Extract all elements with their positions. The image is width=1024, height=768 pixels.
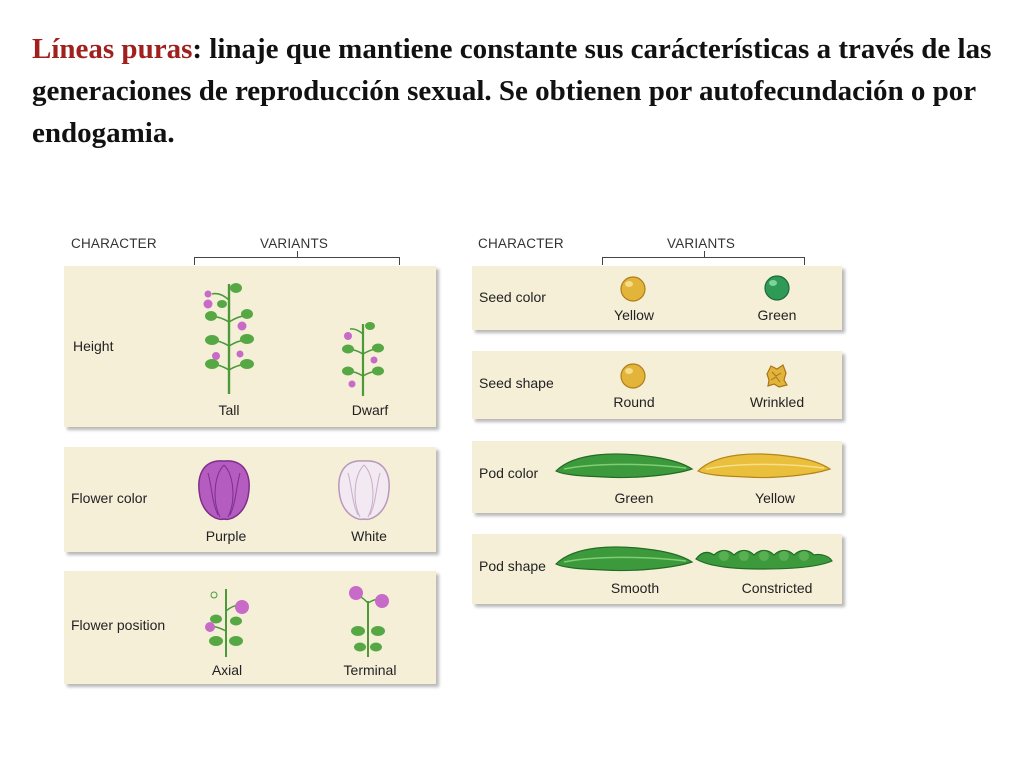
purple-flower-illustration — [198, 460, 250, 521]
character-label: Seed color — [479, 289, 546, 305]
green-seed-icon — [764, 275, 790, 301]
yellow-pod-icon — [696, 453, 832, 479]
smooth-pod-icon — [554, 546, 694, 572]
right-character-header: CHARACTER — [478, 236, 564, 251]
dwarf-plant-illustration — [342, 322, 384, 396]
term-lineas-puras: Líneas puras — [32, 33, 193, 65]
tall-plant-illustration — [203, 283, 254, 394]
variant-b-label: Constricted — [741, 580, 813, 596]
terminal-flower-illustration — [349, 586, 389, 657]
axial-flower-illustration — [205, 589, 249, 657]
constricted-pod-icon — [695, 549, 833, 570]
variant-b-label: Terminal — [343, 662, 397, 678]
variant-a-label: Purple — [205, 528, 247, 544]
variant-a-label: Tall — [218, 402, 240, 418]
variant-a-label: Round — [613, 394, 655, 410]
variant-a-label: Axial — [211, 662, 243, 678]
character-label: Height — [73, 338, 114, 354]
definition-text: linaje que mantiene constante sus caráct… — [32, 33, 992, 149]
character-label: Pod shape — [479, 558, 546, 574]
character-label: Flower color — [71, 490, 148, 506]
green-pod-icon — [554, 453, 694, 479]
right-variants-header: VARIANTS — [667, 236, 736, 251]
left-character-header: CHARACTER — [71, 236, 157, 251]
character-label: Pod color — [479, 465, 539, 481]
wrinkled-seed-icon — [766, 364, 788, 388]
white-flower-illustration — [338, 460, 390, 521]
yellow-seed-icon — [620, 276, 646, 302]
variant-a-label: Yellow — [614, 307, 654, 323]
row-flower-position: Flower position Axial Terminal — [64, 571, 436, 684]
variant-b-label: Dwarf — [351, 402, 389, 418]
left-variants-bracket — [194, 251, 400, 265]
heading-colon: : — [192, 33, 203, 65]
variant-a-label: Green — [614, 490, 654, 506]
variant-b-label: Yellow — [755, 490, 795, 506]
character-label: Seed shape — [479, 375, 554, 391]
row-flower-color: Flower color Purple White — [64, 447, 436, 552]
character-label: Flower position — [71, 617, 166, 633]
variant-a-label: Smooth — [610, 580, 660, 596]
row-height: Height Tall Dwarf — [64, 266, 436, 427]
right-variants-bracket — [602, 251, 805, 265]
row-pod-color: Pod color Green Yellow — [472, 441, 842, 513]
row-seed-color: Seed color Yellow Green — [472, 266, 842, 330]
variant-b-label: Green — [757, 307, 797, 323]
variant-b-label: Wrinkled — [749, 394, 805, 410]
definition-heading: Líneas puras: linaje que mantiene consta… — [32, 28, 992, 154]
row-pod-shape: Pod shape Smooth Constricted — [472, 534, 842, 604]
left-variants-header: VARIANTS — [260, 236, 329, 251]
round-seed-icon — [620, 363, 646, 389]
variant-b-label: White — [351, 528, 387, 544]
row-seed-shape: Seed shape Round Wrinkled — [472, 351, 842, 419]
